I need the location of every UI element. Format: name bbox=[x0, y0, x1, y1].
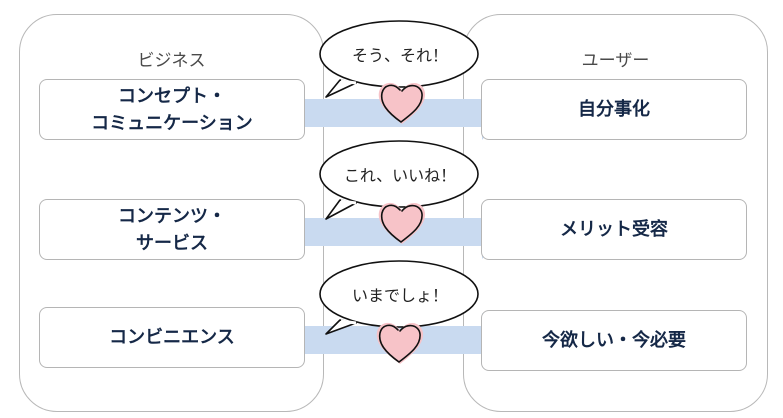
user-item-self-relevance: 自分事化 bbox=[481, 79, 747, 140]
business-panel-title: ビジネス bbox=[137, 51, 206, 71]
user-panel-title: ユーザー bbox=[581, 51, 650, 71]
business-item-concept-communication: コンセプト・ コミュニケーション bbox=[39, 79, 305, 140]
bubble-text-1: そう、それ！ bbox=[351, 46, 448, 65]
business-item-convenience: コンビニエンス bbox=[39, 307, 305, 368]
heart-icon bbox=[378, 82, 426, 124]
user-item-merit-acceptance: メリット受容 bbox=[481, 199, 747, 260]
heart-icon bbox=[378, 202, 426, 244]
business-item-contents-service: コンテンツ・ サービス bbox=[39, 199, 305, 260]
user-item-want-now: 今欲しい・今必要 bbox=[481, 310, 747, 371]
speech-bubble-3 bbox=[319, 260, 479, 335]
speech-bubble-2 bbox=[319, 140, 479, 220]
bubble-text-3: いまでしょ！ bbox=[351, 286, 448, 305]
heart-icon bbox=[376, 322, 424, 364]
bubble-text-2: これ、いいね！ bbox=[343, 166, 457, 185]
